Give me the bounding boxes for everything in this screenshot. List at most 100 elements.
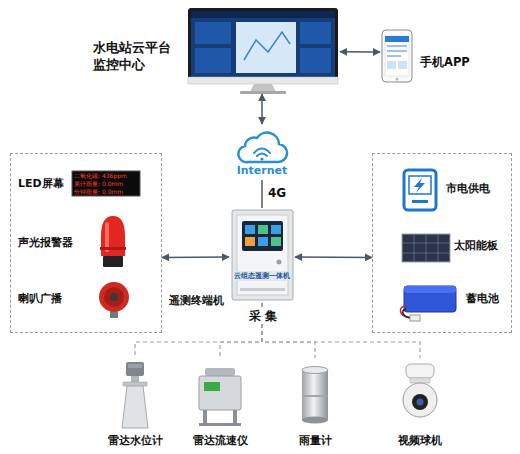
horn-speaker-part: [104, 287, 124, 307]
monitor-icon-part: [300, 48, 331, 73]
alarm-node: 声光报警器: [14, 213, 148, 271]
mains-power-icon-part: [409, 176, 431, 194]
terminal-device-part: [237, 215, 288, 295]
arrow-connector: [261, 94, 263, 124]
monitor-icon-part: [195, 22, 231, 44]
terminal-node: 云组态遥测一体机遥测终端机: [229, 208, 295, 303]
phone-icon-part: [387, 61, 396, 69]
node-label: 雷达流速仪: [183, 434, 257, 448]
radar-flow-meter-part: [233, 410, 237, 424]
monitor-icon: [188, 8, 338, 94]
alarm-light: [100, 216, 126, 267]
node-label: 雷达水位计: [98, 434, 172, 448]
solar-panel-part: [402, 234, 450, 262]
horn-speaker-part: [110, 293, 118, 301]
terminal-device-part: [245, 225, 255, 234]
led-readout: 二氧化碳: 436ppm: [74, 172, 127, 179]
solar-panel: [402, 234, 450, 262]
phone-icon-part: [382, 30, 412, 82]
phone-icon-part: [385, 36, 409, 42]
dome-camera-part: [412, 394, 428, 410]
section-label: 采 集: [247, 309, 279, 324]
led-readout: 分钟雨量: 0.0mm: [74, 188, 123, 195]
arrow-connector: [340, 51, 380, 53]
radar-level-gauge-part: [131, 376, 139, 382]
node-label: 喇叭广播: [18, 292, 62, 306]
dome-camera-part: [417, 399, 424, 406]
dome-camera-part: [406, 364, 434, 378]
solar-panel-part: [402, 234, 450, 262]
monitor-icon-part: [250, 84, 276, 92]
alarm-light-part: [101, 216, 125, 256]
horn-speaker: [99, 282, 129, 318]
cloud-node: Internet: [236, 124, 288, 180]
battery-pack-part: [410, 315, 420, 321]
mains-power-icon-part: [412, 200, 428, 203]
terminal-device-part: [232, 210, 293, 300]
node-label: LED屏幕: [18, 177, 64, 191]
node-label: 手机APP: [420, 55, 470, 69]
led-screen-part: [72, 171, 140, 196]
radar-flow-meter-part: [199, 376, 241, 410]
node-label: 水电站云平台 监控中心: [93, 39, 179, 73]
radar-flow-meter-part: [205, 368, 235, 376]
phone-icon-part: [387, 45, 407, 47]
radar-level-gauge-part: [126, 362, 144, 376]
phone-icon: [382, 30, 412, 82]
dome-camera-part: [410, 378, 430, 383]
node-label: 太阳能板: [454, 239, 498, 253]
radar-flow-meter-part: [203, 410, 207, 424]
radar-level-gauge-part: [122, 386, 148, 428]
phone-icon-part: [398, 61, 407, 69]
cloud-icon-part: [260, 157, 263, 160]
radar-level-node: 雷达水位计: [98, 358, 172, 452]
mains-power-icon-part: [414, 178, 425, 193]
alarm-light-part: [103, 256, 123, 267]
phone-icon-part: [387, 50, 407, 52]
cloud-icon-part: [254, 149, 270, 154]
solar-node: 太阳能板: [398, 229, 508, 265]
battery-pack: [400, 286, 456, 321]
mains-power-icon: [404, 170, 436, 210]
node-label: 市电供电: [446, 182, 490, 196]
terminal-device-part: [258, 225, 268, 234]
speaker-node: 喇叭广播: [14, 277, 148, 325]
radar-flow-meter-part: [199, 423, 241, 426]
monitor-node: 水电站云平台 监控中心: [185, 6, 340, 94]
app-node: 手机APP: [380, 28, 414, 84]
monitor-icon-part: [244, 32, 290, 60]
node-label: Internet: [226, 164, 298, 178]
dome-camera-part: [403, 383, 437, 417]
flow-meter-node: 雷达流速仪: [183, 358, 257, 452]
node-label: 视频球机: [383, 434, 457, 448]
phone-icon-part: [396, 78, 399, 81]
radar-level-gauge-part: [128, 364, 142, 368]
rain-gauge-node: 雨量计: [278, 358, 352, 452]
rain-gauge-part: [302, 417, 328, 424]
cloud-icon-part: [257, 154, 267, 157]
bus-connector: [262, 303, 420, 358]
terminal-device-part: [242, 221, 283, 251]
terminal-device-part: [245, 237, 255, 246]
led-readout: 累计雨量: 0.0mm: [74, 180, 123, 187]
bus-connector: [135, 303, 262, 358]
mains-power-icon-part: [404, 170, 436, 210]
phone-icon-part: [387, 55, 401, 57]
terminal-device-part: [277, 260, 282, 265]
rain-gauge-part: [302, 370, 328, 420]
rain-gauge-part: [302, 395, 328, 397]
edge-label: 4G: [268, 186, 286, 200]
node-label: 遥测终端机: [169, 294, 224, 308]
battery-pack-part: [404, 286, 456, 312]
phone-icon-part: [385, 36, 409, 76]
horn-speaker-part: [110, 311, 118, 318]
camera-node: 视频球机: [383, 358, 457, 452]
monitor-icon-part: [236, 22, 296, 73]
cloud-icon-part: [238, 133, 287, 163]
node-label: 声光报警器: [18, 236, 73, 250]
horn-speaker-part: [99, 282, 129, 312]
node-label: 蓄电池: [466, 292, 499, 306]
cloud-icon: [238, 133, 287, 163]
monitor-icon-part: [188, 8, 338, 84]
monitor-icon-part: [191, 11, 335, 18]
